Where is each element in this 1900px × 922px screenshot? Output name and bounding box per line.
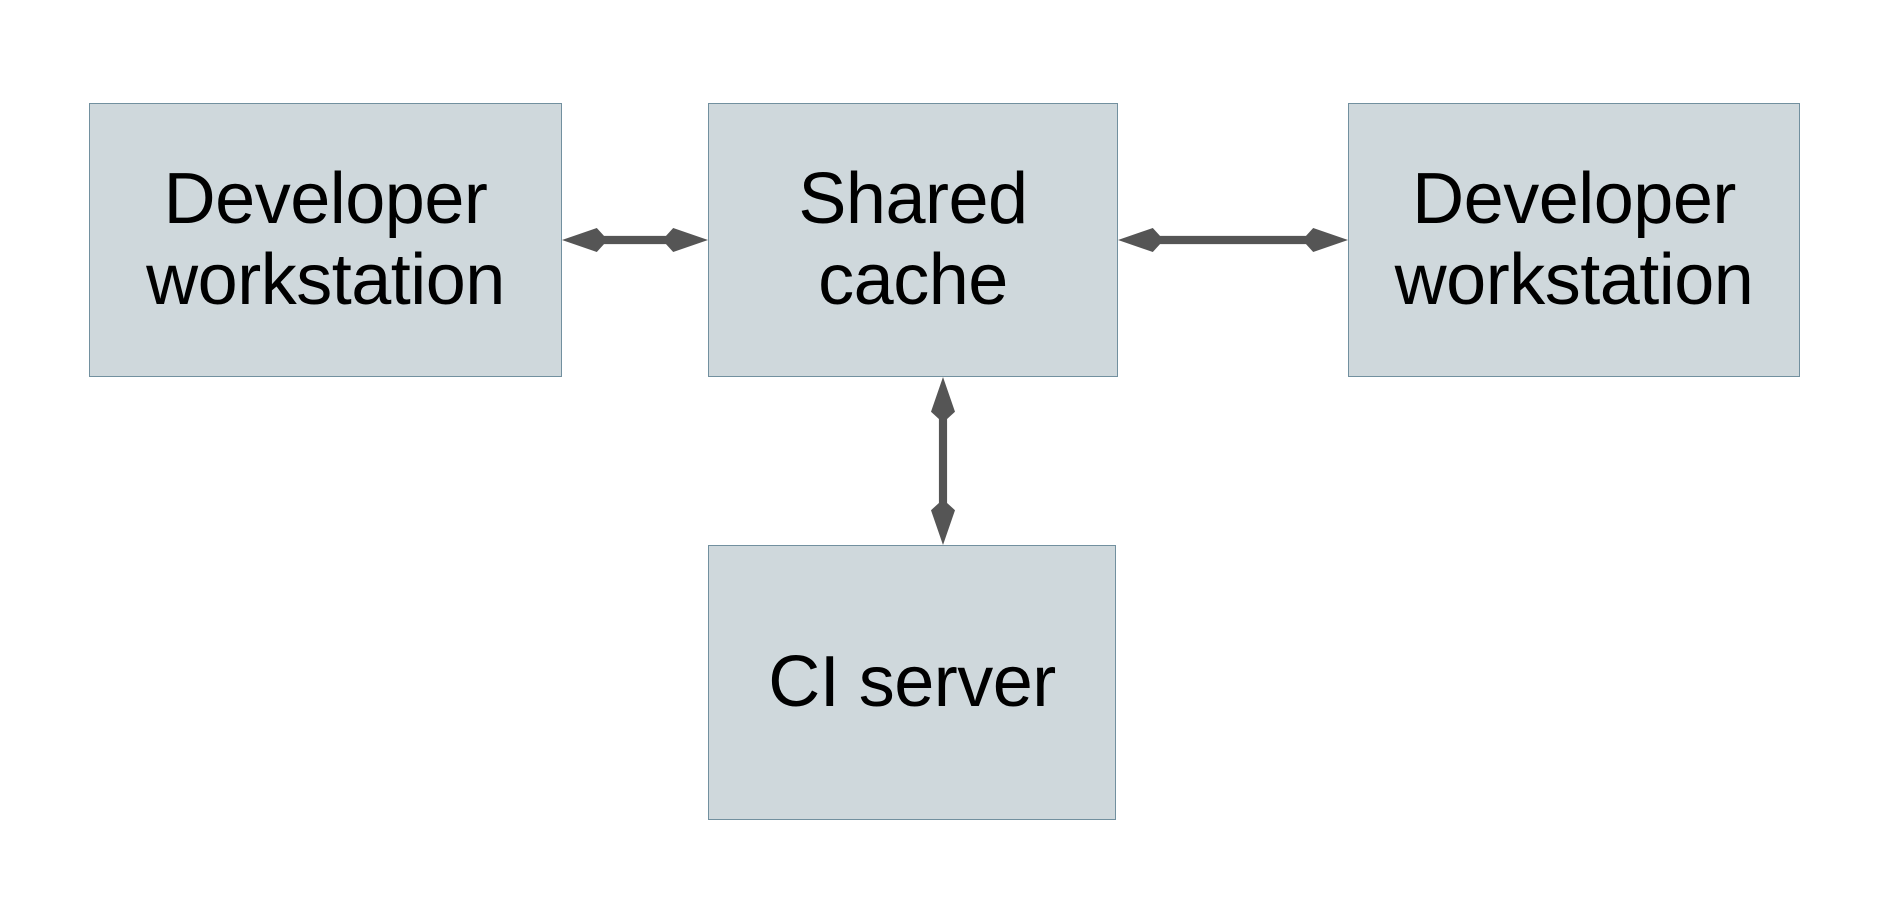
node-label: Developer workstation bbox=[1394, 159, 1754, 320]
node-label: Developer workstation bbox=[146, 159, 505, 320]
node-label: Shared cache bbox=[798, 159, 1028, 320]
node-ci-server[interactable]: CI server bbox=[708, 545, 1116, 820]
node-label: CI server bbox=[768, 642, 1056, 723]
node-shared-cache[interactable]: Shared cache bbox=[708, 103, 1118, 377]
node-developer-workstation-right[interactable]: Developer workstation bbox=[1348, 103, 1800, 377]
connector-double-arrow-icon-cache-to-ci-server bbox=[931, 377, 955, 545]
connector-double-arrow-icon-cache-to-right-workstation bbox=[1118, 228, 1348, 252]
connector-double-arrow-icon-left-workstation-to-cache bbox=[562, 228, 708, 252]
node-developer-workstation-left[interactable]: Developer workstation bbox=[89, 103, 562, 377]
